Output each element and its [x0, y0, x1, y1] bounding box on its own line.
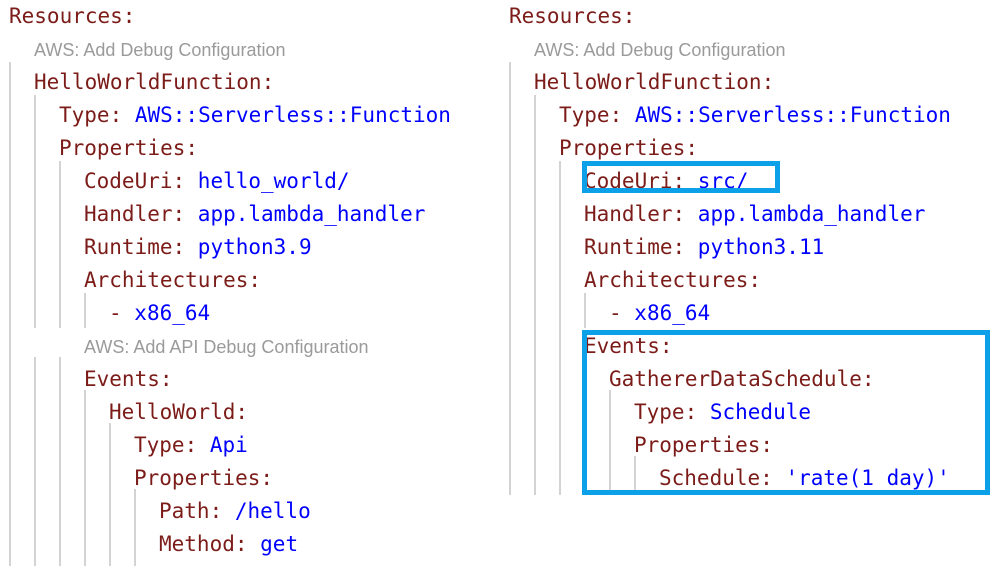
code-line[interactable]: Properties:: [559, 132, 698, 165]
code-line[interactable]: Properties:: [134, 462, 273, 495]
indent-guide: [84, 390, 86, 566]
yaml-value: 'rate(1 day)': [785, 466, 950, 490]
code-line[interactable]: Resources:: [509, 0, 635, 33]
yaml-key: Method:: [159, 532, 261, 556]
yaml-key: Handler:: [584, 202, 698, 226]
indent-guide: [534, 95, 536, 495]
yaml-key: Runtime:: [584, 235, 698, 259]
yaml-value: hello_world/: [197, 169, 350, 193]
indent-guide: [34, 95, 36, 328]
yaml-key: Resources:: [9, 4, 136, 28]
yaml-key: Schedule:: [659, 466, 786, 490]
yaml-key: Type:: [559, 103, 635, 127]
yaml-value: Schedule: [709, 400, 812, 424]
code-line[interactable]: HelloWorldFunction:: [534, 66, 774, 99]
yaml-value: AWS::Serverless::Function: [134, 103, 451, 127]
yaml-key: Path:: [159, 499, 235, 523]
yaml-key: Resources:: [509, 4, 636, 28]
code-line[interactable]: Type: Api: [134, 429, 248, 462]
yaml-value: python3.11: [697, 235, 825, 259]
yaml-key: -: [609, 301, 635, 325]
code-line[interactable]: HelloWorldFunction:: [34, 66, 274, 99]
code-line[interactable]: Architectures:: [584, 264, 761, 297]
indent-guide: [9, 62, 11, 566]
yaml-key: -: [109, 301, 135, 325]
code-line[interactable]: Runtime: python3.9: [84, 231, 312, 264]
indent-guide: [584, 357, 586, 490]
indent-guide: [84, 293, 86, 328]
code-line[interactable]: CodeUri: hello_world/: [84, 165, 350, 198]
code-line[interactable]: Path: /hello: [159, 495, 311, 528]
code-line[interactable]: CodeUri: src/: [584, 165, 748, 198]
yaml-key: Properties:: [559, 136, 699, 160]
yaml-value: AWS::Serverless::Function: [634, 103, 951, 127]
yaml-key: CodeUri:: [84, 169, 198, 193]
code-line[interactable]: Handler: app.lambda_handler: [584, 198, 925, 231]
code-line[interactable]: Events:: [84, 363, 173, 396]
yaml-key: Type:: [634, 400, 710, 424]
code-line[interactable]: Properties:: [59, 132, 198, 165]
code-line[interactable]: Properties:: [634, 429, 773, 462]
yaml-value: /hello: [234, 499, 311, 523]
yaml-key: Events:: [584, 334, 673, 358]
indent-guide: [634, 456, 636, 490]
indent-guide: [509, 62, 511, 495]
code-line[interactable]: HelloWorld:: [109, 396, 248, 429]
code-line[interactable]: - x86_64: [609, 297, 710, 330]
code-line[interactable]: GathererDataSchedule:: [609, 363, 875, 396]
yaml-key: Properties:: [134, 466, 274, 490]
yaml-value: src/: [697, 169, 749, 193]
yaml-key: HelloWorldFunction:: [534, 70, 775, 94]
indent-guide: [134, 489, 136, 566]
yaml-key: GathererDataSchedule:: [609, 367, 875, 391]
indent-guide: [59, 161, 61, 328]
code-line[interactable]: Type: Schedule: [634, 396, 811, 429]
yaml-key: Architectures:: [584, 268, 762, 292]
yaml-key: HelloWorldFunction:: [34, 70, 275, 94]
yaml-value: app.lambda_handler: [697, 202, 926, 226]
code-line[interactable]: Runtime: python3.11: [584, 231, 824, 264]
code-line[interactable]: Type: AWS::Serverless::Function: [59, 99, 451, 132]
yaml-key: Events:: [84, 367, 173, 391]
indent-guide: [109, 423, 111, 566]
indent-guide: [59, 357, 61, 566]
yaml-key: Type:: [59, 103, 135, 127]
yaml-key: CodeUri:: [584, 169, 698, 193]
code-line[interactable]: Architectures:: [84, 264, 261, 297]
yaml-value: x86_64: [634, 301, 711, 325]
yaml-value: app.lambda_handler: [197, 202, 426, 226]
code-line[interactable]: - x86_64: [109, 297, 210, 330]
yaml-key: Architectures:: [84, 268, 262, 292]
code-line[interactable]: Method: get: [159, 528, 298, 561]
indent-guide: [609, 390, 611, 490]
yaml-key: Type:: [134, 433, 210, 457]
code-line[interactable]: Handler: app.lambda_handler: [84, 198, 425, 231]
yaml-key: Runtime:: [84, 235, 198, 259]
code-line[interactable]: Schedule: 'rate(1 day)': [659, 462, 950, 495]
codelens-action[interactable]: AWS: Add API Debug Configuration: [84, 337, 369, 357]
code-line[interactable]: Type: AWS::Serverless::Function: [559, 99, 951, 132]
yaml-key: Properties:: [634, 433, 774, 457]
yaml-value: python3.9: [197, 235, 312, 259]
yaml-value: get: [260, 532, 299, 556]
code-line[interactable]: Events:: [584, 330, 673, 363]
yaml-key: Properties:: [59, 136, 199, 160]
yaml-value: Api: [209, 433, 248, 457]
code-line[interactable]: Resources:: [9, 0, 135, 33]
indent-guide: [584, 293, 586, 328]
yaml-value: x86_64: [134, 301, 211, 325]
yaml-key: Handler:: [84, 202, 198, 226]
codelens-action[interactable]: AWS: Add Debug Configuration: [534, 40, 786, 60]
yaml-key: HelloWorld:: [109, 400, 249, 424]
indent-guide: [34, 357, 36, 566]
indent-guide: [559, 161, 561, 495]
codelens-action[interactable]: AWS: Add Debug Configuration: [34, 40, 286, 60]
